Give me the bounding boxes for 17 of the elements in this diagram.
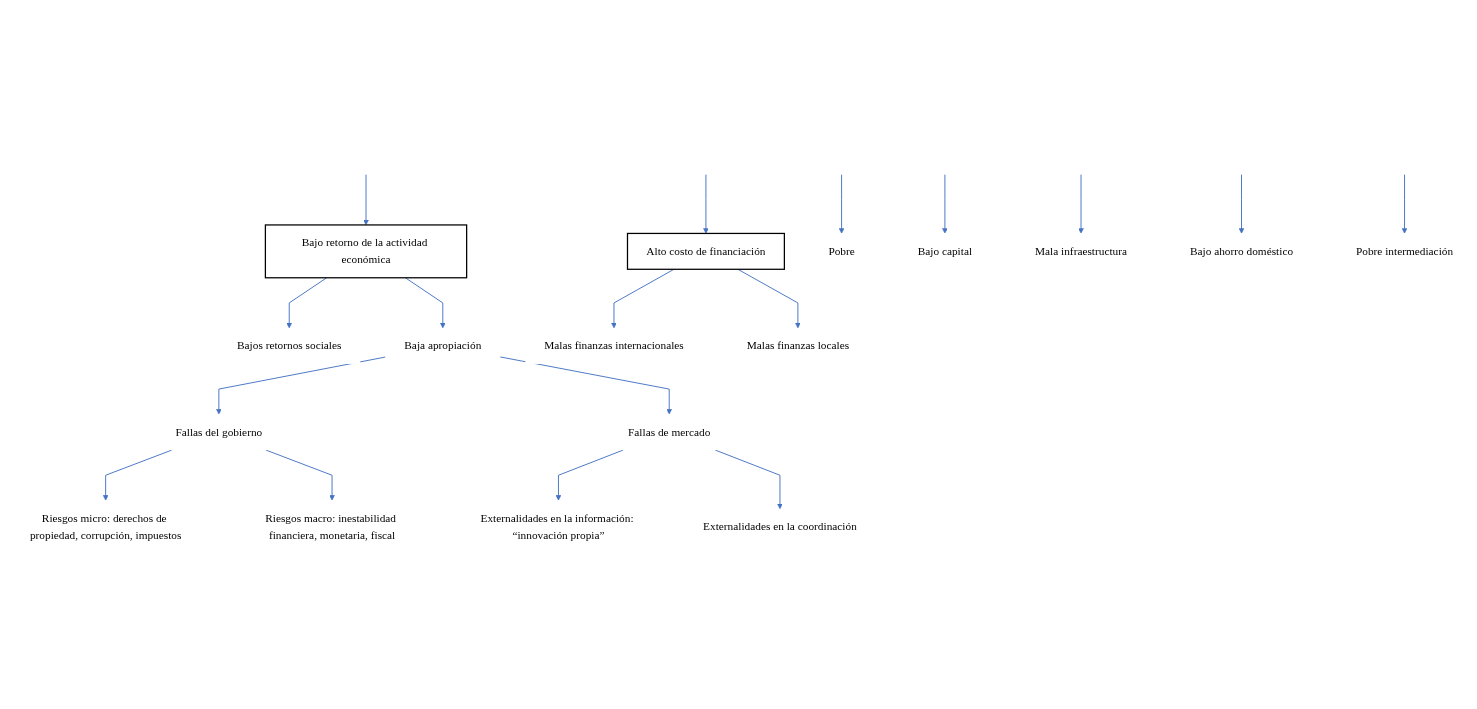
node-text: Bajo ahorro doméstico: [1189, 244, 1294, 258]
node-text: Pobre: [828, 244, 855, 258]
node-text: Fallas de mercado: [628, 425, 711, 439]
node-text: Bajo capital: [917, 244, 973, 258]
node-box: Bajo retorno de la actividad económica: [264, 224, 468, 279]
node-text: Baja apropiación: [404, 339, 482, 352]
node-text: Bajos retornos sociales: [237, 339, 342, 352]
node-text: Fallas del gobierno: [175, 425, 263, 439]
node-text: Mala infraestructura: [1034, 244, 1128, 258]
node-text: Pobre intermediación: [1355, 244, 1454, 258]
node-text: Externalidades en la información: “innovación propia”: [480, 511, 634, 542]
node-text: Malas finanzas locales: [746, 339, 850, 352]
node-text: Externalidades en la coordinación: [703, 520, 857, 533]
node-text: Riesgos macro: inestabilidad financiera, monetaria, fiscal: [265, 511, 397, 542]
node-box: Alto costo de financiación: [626, 232, 785, 270]
node-text: Malas finanzas internacionales: [544, 339, 684, 352]
node-text: Riesgos micro: derechos de propiedad, corrupción, impuestos: [29, 511, 182, 542]
